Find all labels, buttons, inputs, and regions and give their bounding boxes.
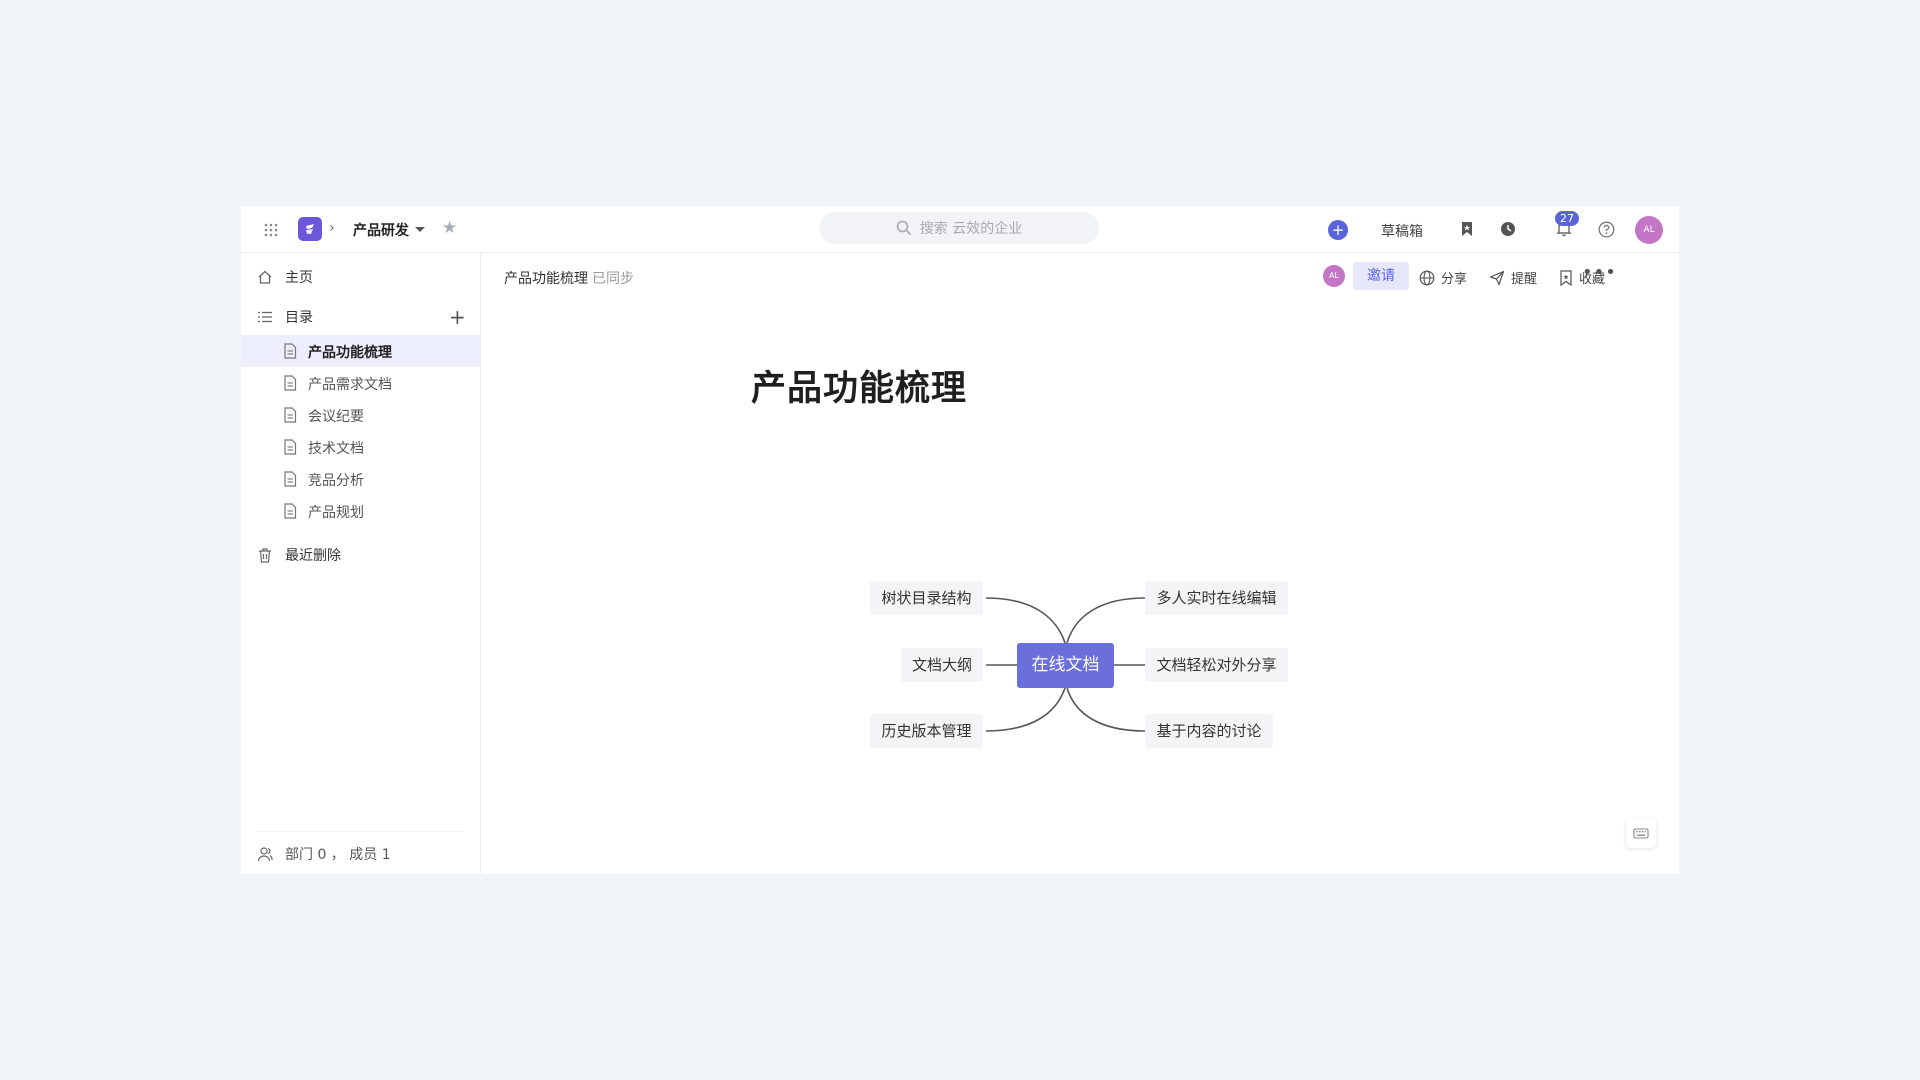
sidebar-item-home[interactable]: 主页: [241, 261, 480, 293]
document-icon: [284, 407, 297, 423]
doc-item[interactable]: 产品需求文档: [241, 367, 480, 399]
sidebar-footer[interactable]: 部门 0 ， 成员 1: [257, 831, 464, 874]
share-button[interactable]: 分享: [1419, 268, 1467, 287]
app-window: › 产品研发 ★ 搜索 云效的企业 + 草稿箱 27: [241, 206, 1679, 874]
doc-item[interactable]: 会议纪要: [241, 399, 480, 431]
create-plus-icon[interactable]: +: [1328, 220, 1348, 240]
mindmap-node[interactable]: 基于内容的讨论: [1145, 714, 1273, 748]
notification-badge: 27: [1555, 211, 1579, 226]
document-heading[interactable]: 产品功能梳理: [751, 369, 968, 409]
document-icon: [284, 439, 297, 455]
remind-button[interactable]: 提醒: [1489, 268, 1537, 287]
star-icon[interactable]: ★: [442, 218, 458, 238]
members-count: 部门 0 ， 成员 1: [285, 847, 391, 863]
doc-item-label: 产品需求文档: [308, 377, 392, 393]
keyboard-icon[interactable]: [1626, 818, 1656, 848]
search-input[interactable]: 搜索 云效的企业: [819, 212, 1099, 244]
sidebar-item-trash[interactable]: 最近删除: [241, 539, 480, 571]
doc-item[interactable]: 竞品分析: [241, 463, 480, 495]
doc-item-label: 竞品分析: [308, 473, 364, 489]
mindmap-node[interactable]: 文档轻松对外分享: [1145, 648, 1288, 682]
breadcrumb-separator: ›: [329, 220, 335, 236]
home-icon: [258, 270, 272, 284]
sidebar-item-toc[interactable]: 目录 +: [241, 301, 480, 333]
remind-label: 提醒: [1511, 272, 1538, 287]
document-icon: [284, 375, 297, 391]
clock-icon[interactable]: [1500, 221, 1516, 237]
members-icon: [257, 847, 273, 862]
sidebar-item-label: 主页: [285, 270, 313, 286]
sync-status: 已同步: [592, 271, 634, 287]
mindmap-center-node[interactable]: 在线文档: [1017, 643, 1114, 688]
invite-button[interactable]: 邀请: [1353, 262, 1409, 290]
trash-icon: [259, 548, 271, 563]
bookmark-outline-icon: [1560, 269, 1572, 286]
list-icon: [258, 311, 272, 323]
mindmap-node[interactable]: 多人实时在线编辑: [1145, 581, 1288, 615]
globe-icon: [1419, 270, 1435, 285]
drafts-button[interactable]: 草稿箱: [1381, 224, 1423, 240]
chevron-down-icon[interactable]: [415, 227, 425, 232]
search-icon: [896, 220, 911, 236]
doc-item[interactable]: 技术文档: [241, 431, 480, 463]
doc-item[interactable]: 产品功能梳理: [241, 335, 480, 367]
add-doc-icon[interactable]: +: [449, 305, 466, 329]
mindmap-node[interactable]: 树状目录结构: [870, 581, 983, 615]
app-logo[interactable]: [298, 217, 322, 241]
sidebar: 主页 目录 + 产品功能梳理: [241, 253, 481, 874]
workspace-name[interactable]: 产品研发: [353, 223, 409, 239]
sidebar-item-label: 目录: [285, 310, 313, 326]
logo-icon: [306, 224, 314, 234]
collect-label: 收藏: [1579, 272, 1606, 287]
share-label: 分享: [1441, 272, 1468, 287]
collect-button[interactable]: 收藏: [1559, 268, 1605, 287]
mindmap-node[interactable]: 文档大纲: [901, 648, 983, 682]
keyboard-glyph-icon: [1633, 828, 1649, 839]
doc-item-label: 产品规划: [308, 505, 364, 521]
doc-item-label: 技术文档: [308, 441, 364, 457]
doc-item-label: 产品功能梳理: [308, 345, 392, 361]
document-header: 产品功能梳理 已同步 AL 邀请 分享 提醒 收藏 •••: [481, 253, 1679, 299]
help-icon[interactable]: [1598, 221, 1615, 238]
doc-item-label: 会议纪要: [308, 409, 364, 425]
mindmap-node[interactable]: 历史版本管理: [870, 714, 983, 748]
sidebar-item-label: 最近删除: [285, 548, 341, 564]
search-placeholder: 搜索 云效的企业: [919, 221, 1023, 237]
document-icon: [284, 503, 297, 519]
apps-grid-icon[interactable]: [263, 222, 279, 238]
bookmark-icon[interactable]: [1460, 221, 1474, 237]
document-icon: [284, 471, 297, 487]
collaborator-avatar[interactable]: AL: [1323, 265, 1345, 287]
doc-item[interactable]: 产品规划: [241, 495, 480, 527]
top-bar: › 产品研发 ★ 搜索 云效的企业 + 草稿箱 27: [241, 206, 1679, 253]
more-options-icon[interactable]: •••: [1582, 262, 1617, 283]
document-breadcrumb-title: 产品功能梳理: [504, 271, 588, 287]
document-icon: [284, 343, 297, 359]
send-icon: [1489, 270, 1505, 285]
user-avatar[interactable]: AL: [1635, 216, 1663, 244]
